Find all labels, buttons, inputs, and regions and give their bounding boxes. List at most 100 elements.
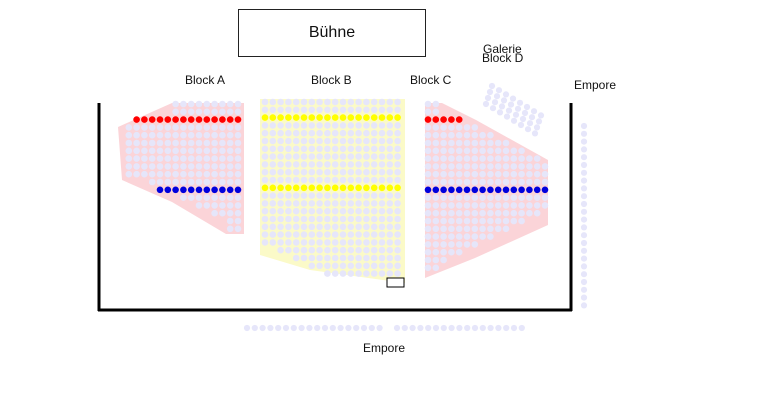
block-a-seat[interactable] <box>203 147 211 155</box>
block-c-seat[interactable] <box>526 209 533 217</box>
block-c-seat[interactable] <box>471 147 479 155</box>
block-b-seat[interactable] <box>386 114 394 121</box>
block-c-seat[interactable] <box>510 163 518 170</box>
block-a-seat[interactable] <box>203 108 211 116</box>
block-a-seat[interactable] <box>234 139 242 147</box>
block-b-seat[interactable] <box>277 145 284 153</box>
block-b-seat[interactable] <box>285 192 292 199</box>
block-b-seat[interactable] <box>308 114 316 121</box>
block-b-seat[interactable] <box>386 98 394 106</box>
block-b-seat[interactable] <box>269 192 277 199</box>
block-b-seat[interactable] <box>285 223 292 231</box>
block-b-seat[interactable] <box>316 168 323 176</box>
block-c-seat[interactable] <box>432 170 440 178</box>
block-c-seat[interactable] <box>502 163 510 170</box>
block-c-seat[interactable] <box>424 178 432 186</box>
block-b-seat[interactable] <box>378 153 386 160</box>
block-c-seat[interactable] <box>424 233 432 240</box>
block-c-seat[interactable] <box>424 124 432 131</box>
block-b-seat[interactable] <box>339 145 347 153</box>
empore-bottom-seat[interactable] <box>376 324 383 332</box>
empore-bottom-seat[interactable] <box>409 324 416 332</box>
block-c-seat[interactable] <box>432 116 440 123</box>
block-b-seat[interactable] <box>324 239 331 246</box>
empore-right-seat[interactable] <box>580 185 588 192</box>
block-b-seat[interactable] <box>300 161 308 168</box>
block-c-seat[interactable] <box>440 233 447 240</box>
block-b-seat[interactable] <box>308 231 316 238</box>
empore-right-seat[interactable] <box>580 193 588 200</box>
block-b-seat[interactable] <box>386 161 394 168</box>
block-b-seat[interactable] <box>378 246 386 254</box>
block-b-seat[interactable] <box>277 137 284 145</box>
block-c-seat[interactable] <box>440 131 447 139</box>
block-b-seat[interactable] <box>331 176 339 184</box>
block-b-seat[interactable] <box>292 145 300 153</box>
block-a-seat[interactable] <box>234 186 242 194</box>
block-a-seat[interactable] <box>172 124 179 131</box>
block-c-seat[interactable] <box>448 186 455 194</box>
block-c-seat[interactable] <box>479 147 486 155</box>
block-b-seat[interactable] <box>324 114 331 121</box>
block-c-seat[interactable] <box>424 241 432 248</box>
block-c-seat[interactable] <box>448 248 455 256</box>
block-c-seat[interactable] <box>424 147 432 155</box>
block-c-seat[interactable] <box>463 233 471 240</box>
block-b-seat[interactable] <box>378 168 386 176</box>
block-c-seat[interactable] <box>432 100 440 108</box>
block-b-seat[interactable] <box>386 184 394 192</box>
block-c-seat[interactable] <box>487 131 494 139</box>
block-b-seat[interactable] <box>261 239 269 246</box>
block-a-seat[interactable] <box>226 139 234 147</box>
block-b-seat[interactable] <box>370 168 378 176</box>
block-c-seat[interactable] <box>487 233 494 240</box>
block-b-seat[interactable] <box>308 122 316 129</box>
block-b-seat[interactable] <box>363 215 370 223</box>
block-b-seat[interactable] <box>339 176 347 184</box>
block-b-seat[interactable] <box>285 176 292 184</box>
block-a-seat[interactable] <box>211 100 218 108</box>
block-b-seat[interactable] <box>370 106 378 114</box>
block-c-seat[interactable] <box>448 116 455 123</box>
block-b-seat[interactable] <box>363 168 370 176</box>
block-b-seat[interactable] <box>370 215 378 223</box>
block-c-seat[interactable] <box>487 194 494 201</box>
block-b-seat[interactable] <box>363 161 370 168</box>
block-b-seat[interactable] <box>370 129 378 137</box>
block-c-seat[interactable] <box>510 170 518 178</box>
block-b-seat[interactable] <box>316 239 323 246</box>
block-c-seat[interactable] <box>471 233 479 240</box>
block-a-seat[interactable] <box>226 194 234 201</box>
empore-bottom-seat[interactable] <box>448 324 455 332</box>
block-a-seat[interactable] <box>172 178 179 186</box>
block-b-seat[interactable] <box>331 239 339 246</box>
block-a-seat[interactable] <box>219 209 226 217</box>
block-d-seat[interactable] <box>496 109 504 116</box>
block-b-seat[interactable] <box>347 145 355 153</box>
block-b-seat[interactable] <box>378 106 386 114</box>
block-a-seat[interactable] <box>125 147 133 155</box>
block-a-seat[interactable] <box>195 163 203 170</box>
block-a-seat[interactable] <box>187 124 195 131</box>
block-a-seat[interactable] <box>172 131 179 139</box>
block-b-seat[interactable] <box>339 137 347 145</box>
block-a-seat[interactable] <box>195 170 203 178</box>
block-c-seat[interactable] <box>424 225 432 233</box>
block-a-seat[interactable] <box>203 124 211 131</box>
block-b-seat[interactable] <box>386 254 394 262</box>
block-c-seat[interactable] <box>455 233 463 240</box>
block-a-seat[interactable] <box>148 170 156 178</box>
block-b-seat[interactable] <box>339 270 347 277</box>
block-a-seat[interactable] <box>180 108 187 116</box>
block-a-seat[interactable] <box>195 155 203 162</box>
block-d-seat[interactable] <box>491 99 499 106</box>
block-a-seat[interactable] <box>219 178 226 186</box>
block-b-seat[interactable] <box>331 122 339 129</box>
block-c-seat[interactable] <box>440 163 447 170</box>
block-b-seat[interactable] <box>370 262 378 270</box>
block-c-seat[interactable] <box>494 225 502 233</box>
block-c-seat[interactable] <box>494 139 502 147</box>
block-b-seat[interactable] <box>277 106 284 114</box>
block-b-seat[interactable] <box>300 153 308 160</box>
block-b-seat[interactable] <box>331 246 339 254</box>
